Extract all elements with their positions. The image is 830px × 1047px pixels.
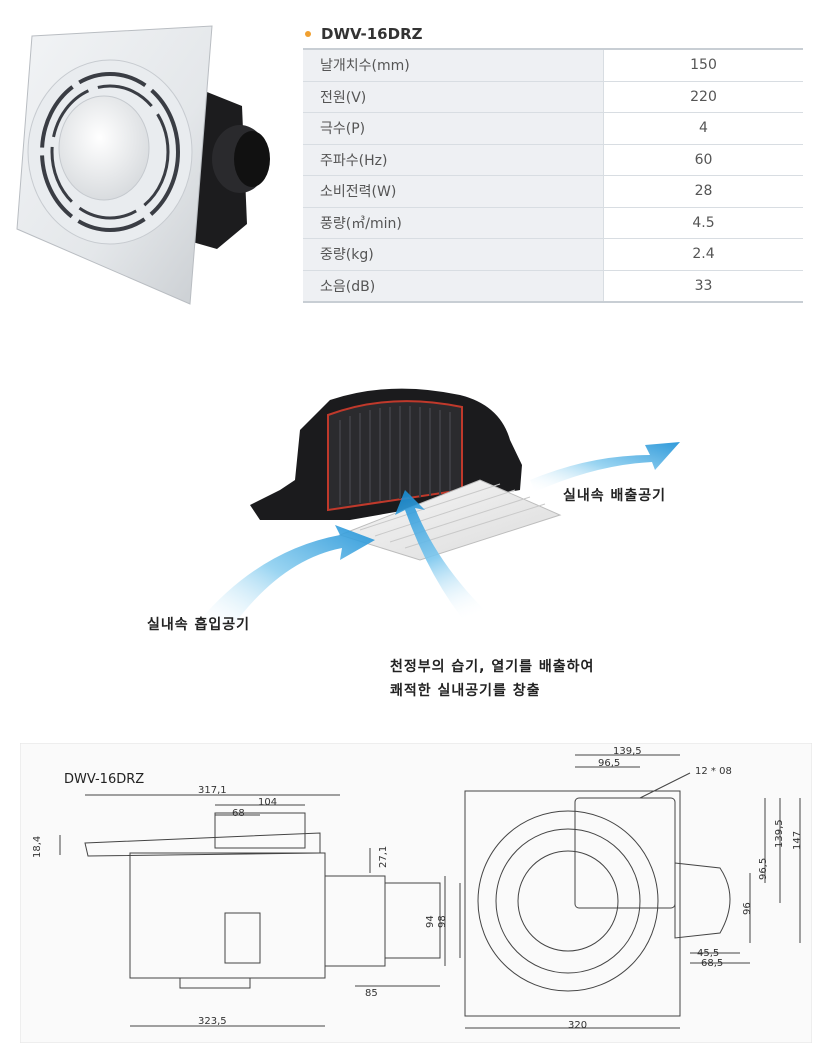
spec-value: 4 — [603, 112, 803, 144]
dim-96-5-side: 96,5 — [758, 857, 769, 880]
spec-label: 풍량(㎥/min) — [303, 206, 604, 239]
table-row: 극수(P)4 — [303, 112, 803, 144]
table-row: 주파수(Hz)60 — [303, 143, 803, 176]
mounting-hole-label: 12 * 08 — [695, 766, 732, 777]
spec-table: 날개치수(mm)150 전원(V)220 극수(P)4 주파수(Hz)60 소비… — [303, 48, 803, 303]
table-row: 소비전력(W)28 — [303, 175, 803, 207]
spec-label: 전원(V) — [303, 80, 604, 113]
dimension-drawing — [20, 743, 812, 1043]
model-name: DWV-16DRZ — [321, 25, 423, 43]
spec-label: 날개치수(mm) — [303, 48, 604, 81]
dim-147: 147 — [792, 830, 803, 850]
exhaust-air-label: 실내속 배출공기 — [563, 488, 667, 504]
dim-94: 94 — [425, 915, 436, 928]
spec-block: DWV-16DRZ 날개치수(mm)150 전원(V)220 극수(P)4 주파… — [303, 22, 803, 303]
spec-value: 4.5 — [603, 206, 803, 239]
spec-value: 220 — [603, 80, 803, 113]
drawing-model-label: DWV-16DRZ — [64, 772, 145, 787]
dim-68-5: 68,5 — [701, 958, 724, 969]
airflow-cutaway-illustration — [200, 388, 680, 630]
spec-value: 28 — [603, 175, 803, 207]
dim-27-1: 27,1 — [378, 845, 389, 868]
spec-value: 150 — [603, 48, 803, 81]
dim-68: 68 — [232, 808, 245, 819]
dim-139-5-top: 139,5 — [613, 746, 642, 757]
spec-value: 60 — [603, 143, 803, 176]
dim-96: 96 — [742, 902, 753, 915]
spec-label: 소음(dB) — [303, 269, 604, 303]
dim-139-5-side: 139,5 — [774, 819, 785, 848]
table-row: 소음(dB)33 — [303, 269, 803, 303]
benefit-note: 천정부의 습기, 열기를 배출하여 쾌적한 실내공기를 창출 — [390, 655, 594, 703]
dim-104: 104 — [258, 797, 278, 808]
spec-label: 주파수(Hz) — [303, 143, 604, 176]
dim-18-4: 18,4 — [32, 835, 43, 858]
product-photo — [16, 25, 270, 305]
intake-air-label: 실내속 흡입공기 — [147, 617, 251, 633]
dim-85: 85 — [365, 988, 378, 999]
table-row: 풍량(㎥/min)4.5 — [303, 206, 803, 239]
dim-317: 317,1 — [198, 785, 227, 796]
table-row: 날개치수(mm)150 — [303, 48, 803, 81]
spec-value: 2.4 — [603, 238, 803, 270]
dim-98: 98 — [437, 915, 448, 928]
benefit-note-line-1: 천정부의 습기, 열기를 배출하여 — [390, 659, 595, 675]
dim-320: 320 — [568, 1020, 588, 1031]
spec-label: 극수(P) — [303, 112, 604, 144]
spec-value: 33 — [603, 269, 803, 303]
dim-96-5-top: 96,5 — [598, 758, 621, 769]
spec-label: 소비전력(W) — [303, 175, 604, 207]
spec-title: DWV-16DRZ — [303, 22, 803, 46]
benefit-note-line-2: 쾌적한 실내공기를 창출 — [390, 683, 541, 699]
dim-45-5: 45,5 — [697, 948, 720, 959]
table-row: 전원(V)220 — [303, 80, 803, 113]
table-row: 중량(kg)2.4 — [303, 238, 803, 270]
dim-323-5: 323,5 — [198, 1016, 227, 1027]
spec-label: 중량(kg) — [303, 238, 604, 270]
bullet-icon — [305, 31, 311, 37]
